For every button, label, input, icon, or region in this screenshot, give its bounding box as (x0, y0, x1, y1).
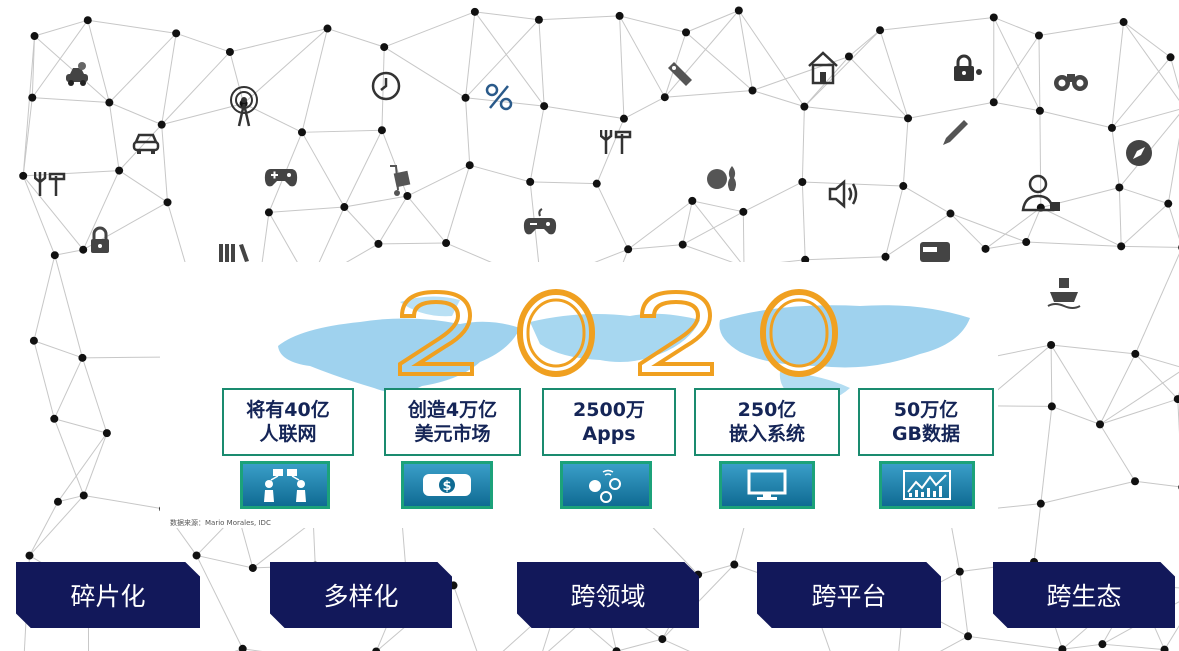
tools-icon (600, 126, 634, 158)
tag-cross-ecosystem: 跨生态 (993, 562, 1175, 628)
stat-line-1: 250亿 (737, 399, 797, 421)
year-digit (638, 289, 714, 376)
monitor-icon (747, 469, 787, 500)
people-network-icon (264, 469, 306, 502)
stat-box-embedded: 250亿 嵌入系统 (694, 388, 840, 456)
central-panel: 2020 将有40亿 人联网 创造4万亿 美元市场 2500万 Apps 250… (160, 262, 998, 528)
stat-line-2: GB数据 (891, 423, 961, 445)
game-controller-icon (522, 206, 558, 238)
tag-diversity: 多样化 (270, 562, 452, 628)
stat-tile-embedded (719, 461, 815, 509)
card-icon (918, 238, 952, 264)
stat-tile-apps (560, 461, 652, 509)
apps-icon (589, 469, 621, 503)
clock-icon (370, 70, 402, 102)
tag-label: 跨领域 (570, 582, 646, 611)
year-digit (517, 289, 595, 377)
stat-line-1: 2500万 (573, 399, 645, 421)
stat-line-2: 人联网 (259, 423, 317, 445)
car-icon (62, 60, 92, 90)
luggage-icon (386, 164, 414, 198)
tag-label: 多样化 (323, 582, 399, 611)
tag-label: 跨平台 (811, 582, 887, 611)
stat-box-apps: 2500万 Apps (542, 388, 676, 456)
tag-cross-domain: 跨领域 (517, 562, 699, 628)
pen-icon (938, 116, 972, 150)
lock-icon (950, 54, 984, 84)
stat-box-data: 50万亿 GB数据 (858, 388, 994, 456)
percent-icon (484, 82, 514, 112)
user-lock-icon (1020, 172, 1062, 214)
dollar-icon: $ (423, 474, 471, 496)
stat-tile-people (240, 461, 330, 509)
tag-label: 跨生态 (1046, 582, 1122, 611)
game-controller-icon (263, 166, 299, 190)
tag-fragmentation: 碎片化 (16, 562, 200, 628)
stat-box-market: 创造4万亿 美元市场 (384, 388, 521, 456)
year-digit (398, 289, 474, 376)
chart-icon (903, 470, 951, 500)
antenna-icon (227, 84, 261, 128)
stat-line-2: 嵌入系统 (728, 423, 805, 445)
stat-tile-data (879, 461, 975, 509)
source-note: 数据来源：Mario Morales, IDC (170, 519, 271, 527)
tools-icon (34, 168, 68, 200)
year-digit (760, 289, 838, 377)
tag-label: 碎片化 (70, 582, 146, 611)
stat-line-2: Apps (582, 423, 636, 445)
binoculars-icon (1052, 64, 1090, 94)
stat-line-1: 创造4万亿 (407, 399, 498, 421)
stat-line-1: 将有40亿 (246, 399, 330, 421)
svg-text:$: $ (442, 479, 451, 494)
compass-icon (1124, 138, 1154, 168)
lock-icon (87, 226, 113, 256)
bowling-icon (706, 164, 740, 192)
stat-tile-market: $ (401, 461, 493, 509)
tag-cross-platform: 跨平台 (757, 562, 941, 628)
books-icon (217, 240, 253, 262)
car-icon (130, 126, 162, 158)
ship-icon (1046, 274, 1082, 310)
stat-box-people: 将有40亿 人联网 (222, 388, 354, 456)
stat-line-2: 美元市场 (414, 423, 491, 445)
speaker-icon (826, 177, 862, 211)
price-tag-icon (664, 58, 696, 90)
stat-line-1: 50万亿 (893, 399, 959, 421)
house-icon (805, 48, 841, 88)
